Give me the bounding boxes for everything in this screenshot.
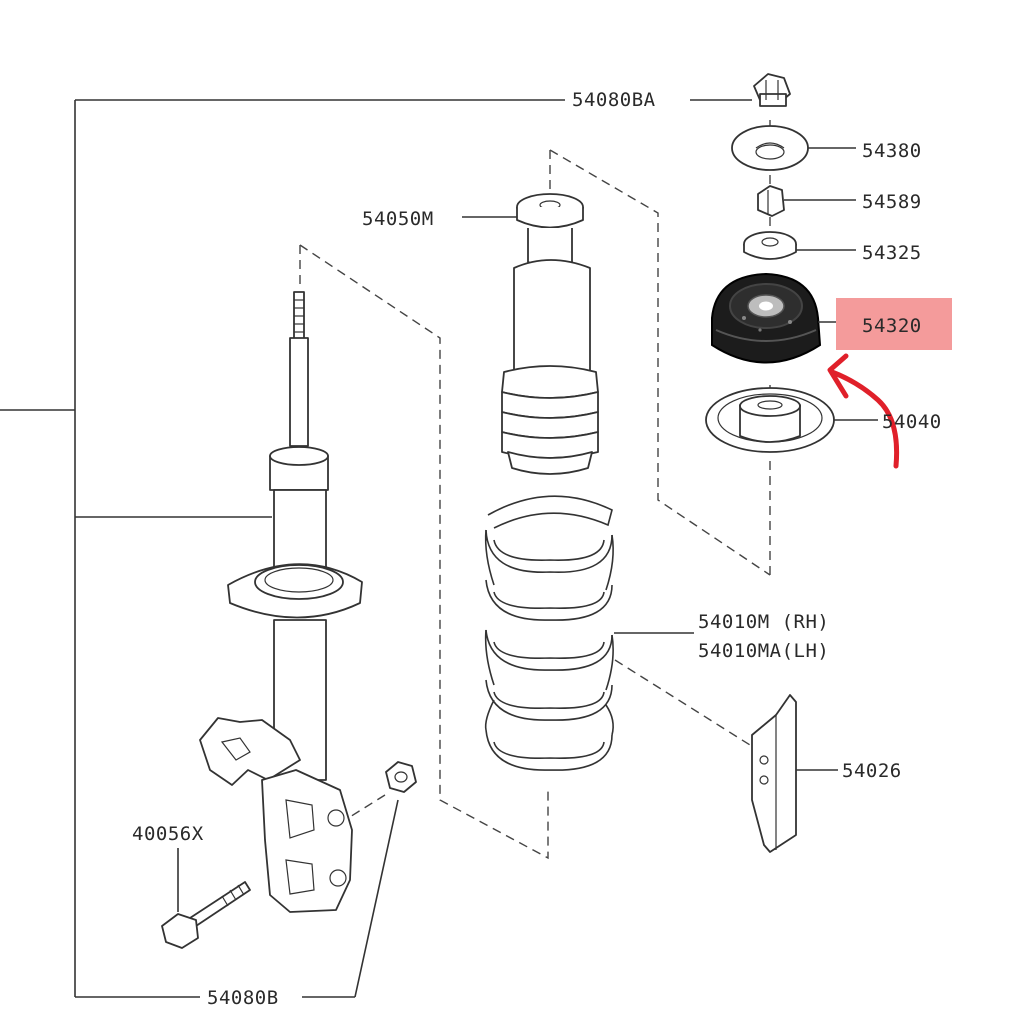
- nut-54080b: [385, 761, 417, 793]
- label-54080ba: 54080BA: [572, 89, 656, 111]
- label-54040: 54040: [882, 411, 942, 433]
- bolt-40056x: [161, 848, 251, 949]
- strut-mount-54320: [711, 272, 822, 364]
- label-40056x: 40056X: [132, 823, 204, 845]
- label-54589: 54589: [862, 191, 922, 213]
- bump-stop-54050m: [501, 193, 599, 475]
- bracket-54026: [751, 694, 797, 853]
- nut-54589: [757, 185, 785, 217]
- washer-54380: [731, 125, 809, 171]
- label-54050m: 54050M: [362, 208, 434, 230]
- red-arrow-icon: [827, 353, 900, 469]
- highlight-box-54320: [836, 298, 952, 350]
- assembly-bracket: [0, 99, 565, 998]
- coil-spring-54010m: [484, 495, 614, 771]
- label-54026: 54026: [842, 760, 902, 782]
- label-54010ma: 54010MA(LH): [698, 640, 829, 662]
- label-54325: 54325: [862, 242, 922, 264]
- label-54380: 54380: [862, 140, 922, 162]
- label-54320: 54320: [862, 315, 922, 337]
- leader-lines: [462, 99, 878, 771]
- label-54010m: 54010M (RH): [698, 611, 829, 633]
- nut-54080ba: [753, 73, 791, 107]
- spring-seat-54040: [705, 387, 835, 453]
- bearing-54325: [743, 231, 797, 260]
- label-54080b: 54080B: [207, 987, 279, 1009]
- shock-absorber: [199, 291, 363, 913]
